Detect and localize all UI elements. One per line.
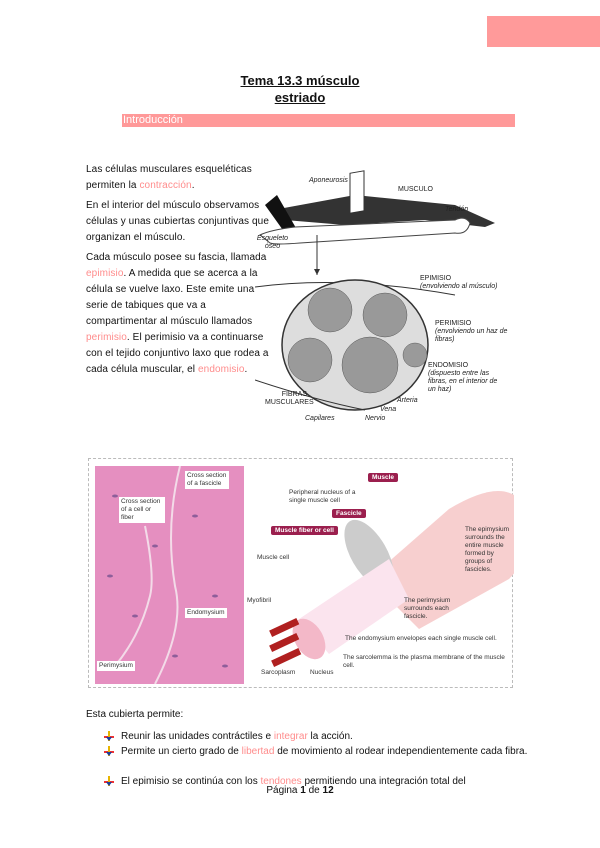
tag-fascicle: Fascicle bbox=[332, 509, 366, 518]
label-endomisio-sub: (dispuesto entre las fibras, en el inter… bbox=[428, 370, 498, 393]
page-title: Tema 13.3 músculo bbox=[240, 73, 360, 88]
label-endomysium: Endomysium bbox=[185, 608, 227, 618]
label-nervio: Nervio bbox=[365, 415, 386, 422]
label-cross-fascicle: Cross section of a fascicle bbox=[185, 471, 229, 489]
label-sarcolemma-text: The sarcolemma is the plasma membrane of… bbox=[343, 654, 505, 669]
muscle-histology-figure: Cross section of a fascicle Cross sectio… bbox=[88, 458, 514, 688]
label-epimisio-group: EPIMISIO (envolviendo al músculo) bbox=[420, 275, 500, 291]
label-fibras: FIBRAS MUSCULARES bbox=[265, 391, 314, 406]
paragraph: Cada músculo posee su fascia, llamada ep… bbox=[86, 252, 269, 375]
page-footer: Página 1 de 12 bbox=[266, 785, 334, 796]
bullet-arrow-icon bbox=[104, 731, 114, 741]
bullet-arrow-icon bbox=[104, 746, 114, 756]
list-item: El epimisio se continúa con los tendones… bbox=[104, 774, 534, 789]
label-perimysium: Perimysium bbox=[97, 661, 135, 671]
tag-muscle: Muscle bbox=[368, 473, 399, 482]
label-tendon: Tendón bbox=[445, 206, 469, 213]
label-epimisio: EPIMISIO bbox=[420, 275, 452, 282]
label-esqueleto: Esqueleto óseo bbox=[256, 235, 289, 250]
label-epimisio-sub: (envolviendo al músculo) bbox=[420, 283, 498, 290]
muscle-diagram bbox=[269, 491, 514, 667]
list-item: Permite un cierto grado de libertad de m… bbox=[104, 744, 529, 759]
muscle-illustration bbox=[254, 170, 495, 411]
label-cross-cell: Cross section of a cell or fiber bbox=[119, 497, 165, 523]
label-aponeurosis: Aponeurosis bbox=[309, 177, 348, 184]
label-endomisio: ENDOMISIO bbox=[428, 362, 469, 369]
label-muscle-cell: Muscle cell bbox=[257, 554, 290, 561]
label-perimisio: PERIMISIO bbox=[435, 320, 472, 327]
label-myofibril: Myofibril bbox=[247, 597, 272, 604]
label-capilares: Capilares bbox=[305, 415, 335, 422]
label-perimysium-text: The perimysium surrounds each fascicle. bbox=[404, 597, 451, 620]
label-epimysium-text: The epimysium surrounds the entire muscl… bbox=[465, 526, 510, 573]
muscle-structure-figure: Aponeurosis MUSCULO Tendón Esqueleto óse… bbox=[254, 165, 527, 427]
paragraph: En el interior del músculo observamos cé… bbox=[86, 200, 269, 243]
bullet-arrow-icon bbox=[104, 776, 114, 786]
paragraph: Las células musculares esqueléticas perm… bbox=[86, 164, 252, 191]
label-arteria: Arteria bbox=[397, 397, 418, 404]
histology-image bbox=[95, 465, 244, 685]
label-peripheral-nucleus: Peripheral nucleus of a single muscle ce… bbox=[289, 489, 356, 504]
intro-text: Las células musculares esqueléticas perm… bbox=[86, 162, 276, 382]
label-endomisio-group: ENDOMISIO (dispuesto entre las fibras, e… bbox=[428, 362, 503, 394]
label-perimisio-sub: (envolviendo un haz de fibras) bbox=[435, 328, 508, 343]
list-item: Reunir las unidades contráctiles e integ… bbox=[104, 729, 504, 744]
label-sarcoplasm: Sarcoplasm bbox=[261, 669, 296, 676]
tag-muscle-fiber: Muscle fiber or cell bbox=[271, 526, 338, 535]
label-perimisio-group: PERIMISIO (envolviendo un haz de fibras) bbox=[435, 320, 515, 344]
list-lead: Esta cubierta permite: bbox=[86, 709, 184, 720]
histology-cells bbox=[107, 465, 228, 685]
section-heading: Introducción bbox=[122, 114, 515, 127]
label-nucleus: Nucleus bbox=[310, 669, 334, 676]
header-decoration bbox=[487, 16, 600, 47]
label-musculo: MUSCULO bbox=[398, 186, 434, 193]
page-title-line2: estriado bbox=[274, 90, 326, 105]
label-endomysium-text: The endomysium envelopes each single mus… bbox=[345, 635, 497, 642]
label-vena: Vena bbox=[380, 406, 397, 413]
